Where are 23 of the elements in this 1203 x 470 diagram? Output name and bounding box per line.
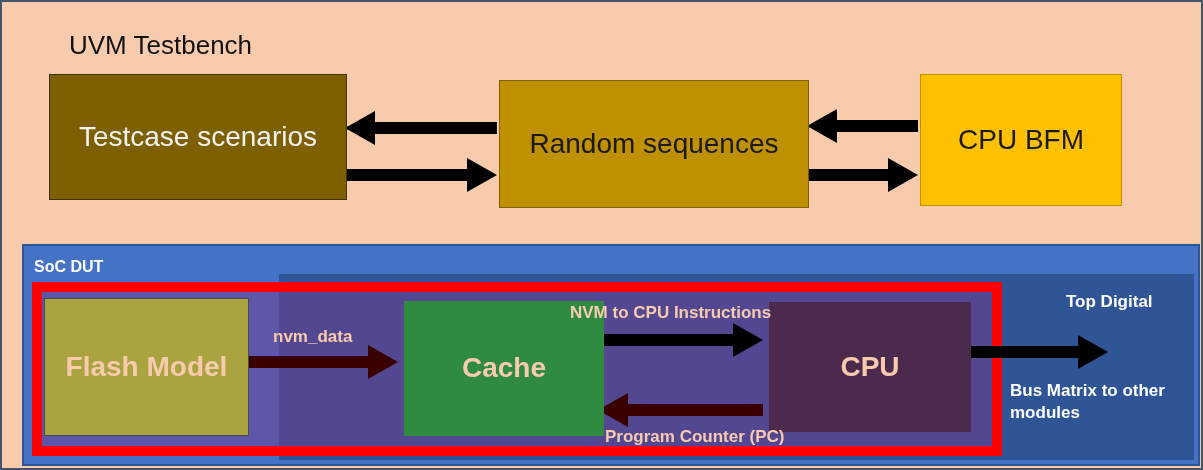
block-arrow bbox=[345, 158, 497, 192]
box-label: CPU BFM bbox=[957, 122, 1085, 157]
edge-label: Program Counter (PC) bbox=[605, 426, 785, 448]
model-box bbox=[44, 298, 249, 436]
box-label: Random sequences bbox=[528, 126, 780, 161]
dut-panel bbox=[22, 244, 1200, 466]
cpu-box bbox=[769, 302, 971, 432]
block-arrow bbox=[807, 109, 918, 143]
box-label: CPU bbox=[839, 349, 901, 384]
box-label: Flash Model bbox=[64, 349, 229, 384]
block-arrow bbox=[345, 111, 497, 145]
block-arrow bbox=[807, 158, 918, 192]
process-box bbox=[49, 74, 347, 200]
process-box bbox=[920, 74, 1122, 206]
edge-label: Bus Matrix to other modules bbox=[1010, 380, 1166, 425]
edge-label: NVM to CPU Instructions bbox=[570, 302, 772, 324]
process-box bbox=[499, 80, 809, 208]
box-label: Testcase scenarios bbox=[77, 119, 319, 154]
panel-title: Top Digital bbox=[1066, 292, 1153, 312]
edge-label: nvm_data bbox=[273, 326, 353, 348]
box-label: Cache bbox=[460, 351, 547, 386]
panel-title: SoC DUT bbox=[34, 258, 104, 276]
panel-title: UVM Testbench bbox=[69, 30, 253, 61]
